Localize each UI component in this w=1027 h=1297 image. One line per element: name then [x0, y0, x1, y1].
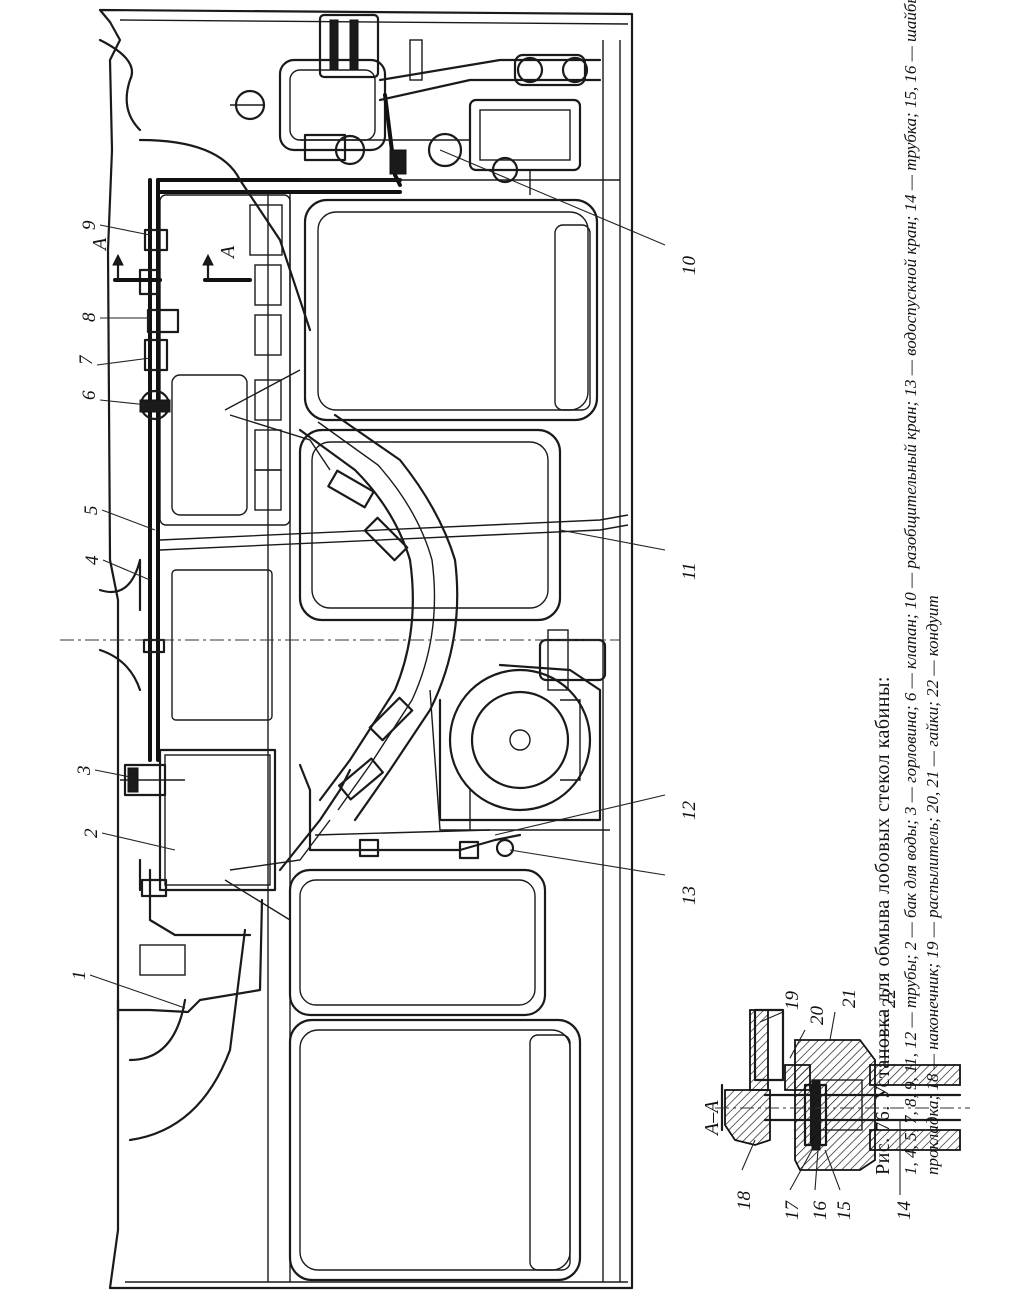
callout-22: 22: [879, 989, 900, 1009]
callout-2: 2: [81, 828, 102, 838]
section-cut-mark: А А: [89, 237, 252, 282]
section-mark-right: А: [217, 245, 239, 260]
callout-18: 18: [734, 1191, 755, 1211]
leader-lines: [89, 149, 666, 1009]
callout-1: 1: [69, 971, 90, 981]
callout-3: 3: [74, 766, 95, 777]
callout-11: 11: [679, 562, 700, 580]
figure-legend: 1, 4, 5, 7, 8, 9, 11, 12 — трубы; 2 — ба…: [901, 0, 942, 1175]
callout-19: 19: [782, 991, 803, 1011]
instrument-panel: [159, 194, 291, 721]
callout-17: 17: [782, 1200, 803, 1221]
figure-caption: Рис. 76. Установка для обмыва лобовых ст…: [872, 0, 944, 1175]
callout-20: 20: [807, 1006, 828, 1026]
brake-equipment: [230, 13, 620, 195]
cabin-windows: [288, 198, 599, 1282]
callout-8: 8: [79, 312, 100, 322]
callout-21: 21: [839, 989, 860, 1008]
cabin-frame: [98, 8, 634, 1290]
air-duct: [298, 413, 459, 822]
section-view-a-a: А–А 14 15 16 17 18: [701, 989, 970, 1221]
callout-12: 12: [679, 801, 700, 821]
callout-16: 16: [810, 1201, 831, 1221]
callout-13: 13: [679, 886, 700, 905]
callout-4: 4: [82, 555, 103, 565]
callout-5: 5: [81, 506, 102, 516]
callout-6: 6: [79, 390, 100, 400]
callouts: 1 2 3 4 5 6 7 8 9 10 11 12 13: [69, 220, 700, 980]
callout-15: 15: [834, 1201, 855, 1220]
callout-7: 7: [76, 354, 97, 365]
section-title: А–А: [701, 1100, 723, 1137]
callout-14: 14: [894, 1201, 915, 1221]
filler-neck: [120, 763, 185, 797]
callout-9: 9: [79, 220, 100, 230]
callout-10: 10: [679, 256, 700, 276]
section-mark-left: А: [89, 237, 111, 252]
figure-title: Рис. 76. Установка для обмыва лобовых ст…: [872, 676, 894, 1175]
water-tank: [139, 748, 277, 976]
heater-unit: [429, 629, 610, 831]
drain-line: [298, 763, 522, 860]
